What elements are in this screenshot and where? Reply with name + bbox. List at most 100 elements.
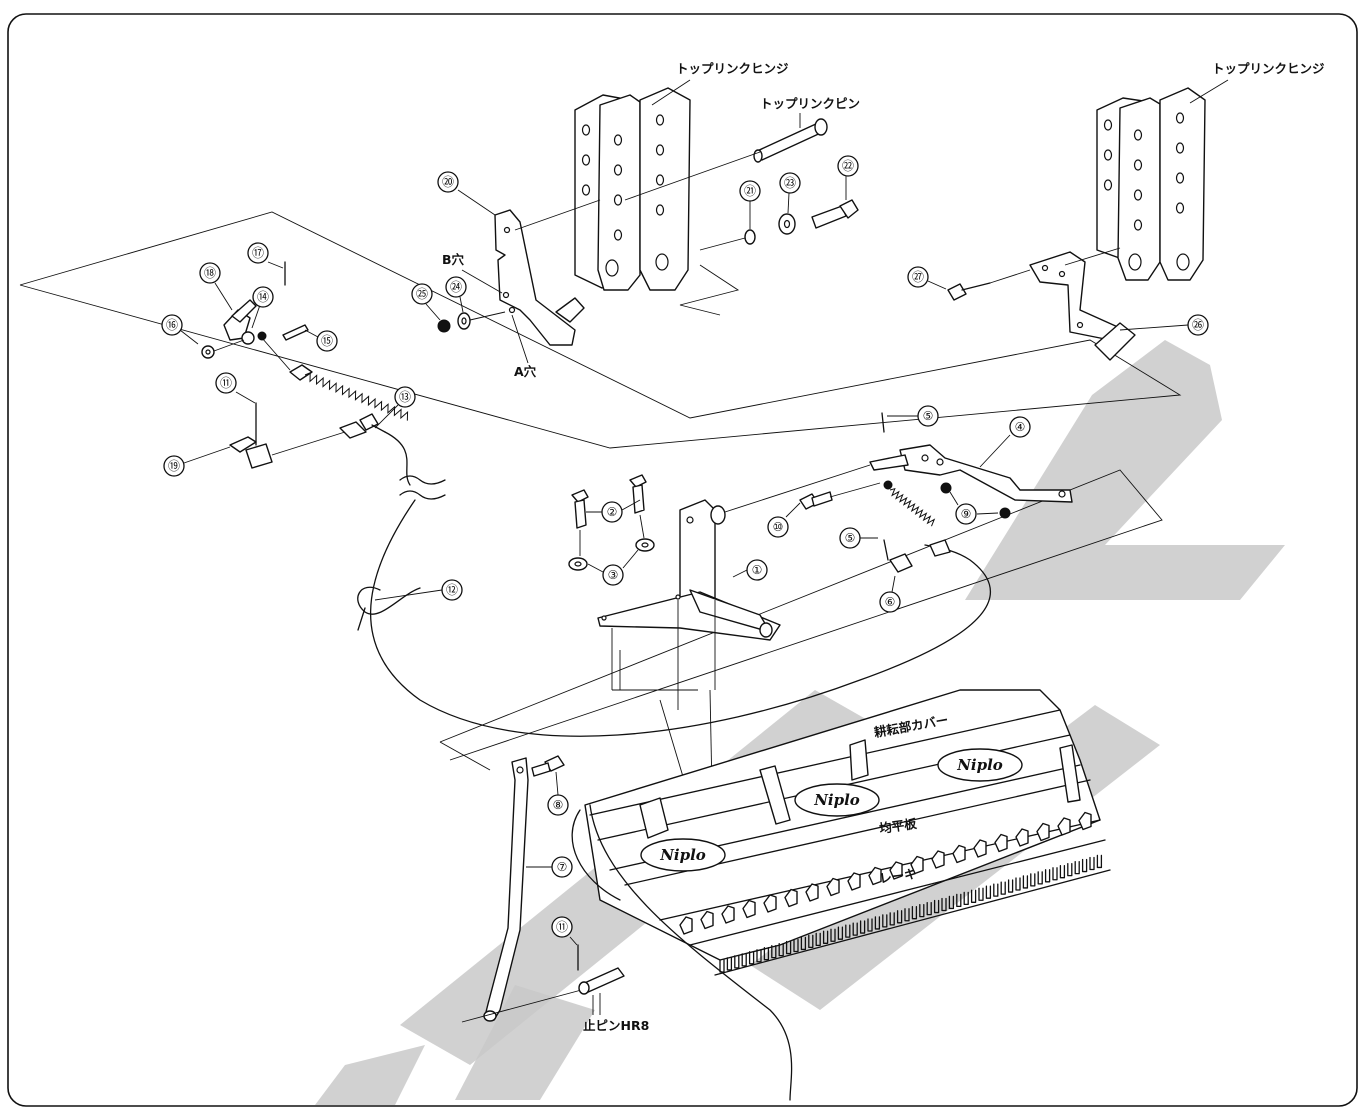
svg-text:⑪: ⑪ — [220, 376, 232, 390]
svg-text:⑫: ⑫ — [446, 583, 458, 597]
callout-23: ㉓ — [779, 172, 801, 214]
rake-tooth-path — [719, 854, 1103, 973]
callout-26: ㉖ — [1119, 314, 1209, 336]
svg-text:⑬: ⑬ — [399, 390, 411, 404]
svg-text:⑪: ⑪ — [556, 920, 568, 934]
svg-text:⑦: ⑦ — [557, 860, 568, 874]
bracket-20 — [494, 209, 585, 346]
lever-assembly — [201, 261, 309, 359]
bracket-26 — [1029, 251, 1136, 361]
label-hole-a: A穴 — [514, 364, 537, 379]
tine — [1057, 817, 1071, 836]
svg-text:⑩: ⑩ — [773, 520, 784, 534]
svg-text:⑭: ⑭ — [257, 290, 269, 304]
tine — [700, 910, 714, 930]
svg-text:⑮: ⑮ — [321, 334, 333, 348]
callout-9: ⑨ — [949, 491, 999, 525]
svg-text:⑯: ⑯ — [166, 318, 178, 332]
top-link-hinge-left — [574, 87, 691, 291]
callout-18: ⑱ — [199, 262, 233, 311]
svg-text:㉓: ㉓ — [784, 176, 796, 190]
svg-text:⑳: ⑳ — [442, 175, 454, 189]
spring-13 — [289, 364, 409, 433]
callout-1: ① — [732, 559, 768, 581]
tine — [742, 899, 756, 919]
bolts-2-washers-3 — [568, 474, 655, 571]
callout-21: ㉑ — [739, 180, 761, 229]
callout-11b: ⑪ — [551, 916, 578, 946]
tine — [805, 883, 819, 902]
callout-14: ⑭ — [251, 286, 274, 329]
svg-text:㉗: ㉗ — [912, 270, 924, 284]
tine — [847, 872, 861, 891]
svg-text:②: ② — [607, 505, 618, 519]
clevis-19 — [229, 402, 367, 469]
callout-8: ⑧ — [547, 771, 569, 816]
callout-5b: ⑤ — [839, 527, 878, 549]
callout-22: ㉒ — [837, 155, 859, 200]
callout-12: ⑫ — [374, 579, 463, 601]
bolt-10 — [799, 491, 833, 510]
stop-pin — [577, 944, 625, 1015]
label-top-link-hinge-right: トップリンクヒンジ — [1212, 61, 1325, 76]
brand-logos: Niplo Niplo Niplo — [640, 748, 1023, 872]
callout-2: ② — [586, 499, 641, 523]
rod-7 — [483, 757, 529, 1022]
svg-text:⑨: ⑨ — [961, 507, 972, 521]
diagram-frame — [7, 13, 1358, 1107]
label-hole-b: B穴 — [442, 252, 465, 267]
tine — [973, 839, 987, 858]
svg-text:⑰: ⑰ — [252, 246, 264, 260]
rake-teeth — [714, 854, 1111, 976]
callout-24: ㉔ — [445, 276, 467, 313]
tine — [1015, 828, 1029, 847]
callout-17: ⑰ — [247, 242, 284, 269]
assembly-planes — [19, 211, 1182, 771]
callout-16: ⑯ — [161, 314, 199, 345]
tine — [994, 833, 1008, 853]
tine — [763, 894, 777, 913]
svg-text:③: ③ — [608, 568, 619, 582]
bolt-27 — [947, 269, 1031, 301]
spring-6 — [883, 480, 951, 573]
logo-2: Niplo — [813, 791, 860, 809]
tine — [1078, 811, 1092, 831]
tine — [1036, 822, 1050, 842]
bolt-22-washers — [699, 199, 859, 251]
callout-4: ④ — [979, 416, 1031, 468]
callout-25: ㉕ — [411, 283, 441, 321]
callout-27: ㉗ — [907, 266, 947, 290]
logo-1: Niplo — [659, 846, 706, 864]
svg-text:⑤: ⑤ — [923, 409, 934, 423]
svg-text:⑤: ⑤ — [845, 531, 856, 545]
label-top-link-hinge-left: トップリンクヒンジ — [676, 61, 789, 76]
tines-row — [679, 811, 1092, 935]
cable-12 — [357, 431, 992, 737]
callout-11a: ⑪ — [215, 372, 256, 404]
rake-base-line — [714, 869, 1111, 976]
tine — [952, 844, 966, 864]
svg-text:㉒: ㉒ — [842, 159, 854, 173]
svg-text:⑧: ⑧ — [553, 798, 564, 812]
label-top-link-pin: トップリンクピン — [760, 96, 860, 111]
svg-text:⑲: ⑲ — [168, 459, 180, 473]
logo-3: Niplo — [956, 756, 1003, 774]
tine — [931, 850, 945, 869]
label-leveling-plate: 均平板 — [878, 816, 918, 836]
svg-text:④: ④ — [1015, 420, 1026, 434]
label-stop-pin: 止ピンHR8 — [583, 1018, 649, 1033]
tine — [679, 916, 693, 935]
label-rake: レーキ — [878, 866, 917, 886]
callout-13: ⑬ — [374, 386, 416, 429]
svg-text:⑱: ⑱ — [204, 266, 216, 280]
svg-text:㉖: ㉖ — [1192, 318, 1204, 332]
tine — [889, 861, 903, 880]
bolt-8 — [531, 755, 565, 777]
callout-6: ⑥ — [879, 575, 901, 613]
arm-4 — [869, 412, 1073, 503]
callout-15: ⑮ — [304, 329, 338, 352]
callout-10: ⑩ — [767, 502, 801, 538]
tine — [826, 877, 840, 897]
top-link-pin — [753, 118, 828, 163]
